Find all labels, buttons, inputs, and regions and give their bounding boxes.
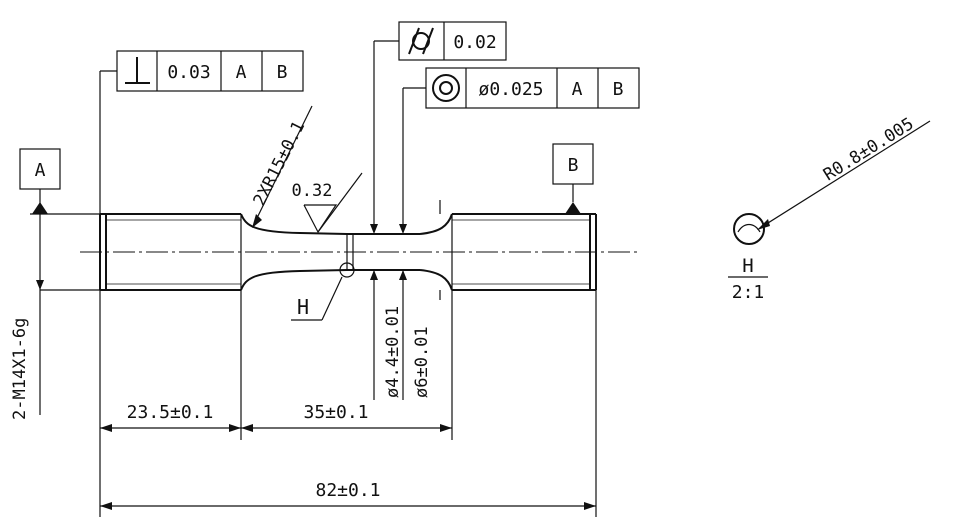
diameter-dims: ø4.4±0.01 ø6±0.01: [370, 200, 441, 400]
surface-roughness: 0.32: [292, 172, 363, 234]
perpendicularity-icon: [125, 57, 150, 84]
length-dims: 23.5±0.1 35±0.1 82±0.1: [99, 290, 597, 517]
datum-b-label: B: [568, 155, 579, 176]
datum-a: A: [19, 148, 106, 215]
fcf-cylindricity: 0.02: [370, 21, 507, 234]
fcf-conc-tolerance: ø0.025: [478, 79, 543, 100]
detail-callout-label: H: [297, 295, 309, 319]
dia-gauge-label: ø6±0.01: [412, 326, 432, 398]
fcf-perpendicularity: 0.03 A B: [99, 50, 304, 214]
dim-gauge-length: 35±0.1: [303, 402, 368, 423]
fcf-conc-datum1: A: [572, 79, 583, 100]
detail-view: R0.8±0.005 H 2:1: [728, 114, 931, 303]
thread-spec-label: 2-M14X1-6g: [10, 318, 30, 420]
detail-radius-label: R0.8±0.005: [820, 114, 917, 185]
specimen-outline: [99, 213, 597, 291]
fcf-perp-datum2: B: [277, 62, 288, 83]
cylindricity-icon: [408, 27, 434, 55]
fillet-radius-annotation: 2XR15±0.1: [250, 105, 313, 228]
detail-view-scale: 2:1: [732, 282, 765, 303]
detail-view-label: H: [742, 255, 753, 277]
fcf-conc-datum2: B: [613, 79, 624, 100]
fcf-cyl-tolerance: 0.02: [453, 32, 496, 53]
roughness-value: 0.32: [292, 181, 333, 201]
dim-total-length: 82±0.1: [315, 480, 380, 501]
datum-b: B: [552, 143, 594, 214]
fcf-concentricity: ø0.025 A B: [399, 67, 640, 234]
detail-callout: H: [291, 276, 343, 321]
dim-thread-length: 23.5±0.1: [127, 402, 214, 423]
fcf-perp-tolerance: 0.03: [167, 62, 210, 83]
thread-spec: 2-M14X1-6g: [10, 214, 106, 420]
dia-neck-label: ø4.4±0.01: [383, 306, 403, 398]
fcf-perp-datum1: A: [236, 62, 247, 83]
concentricity-icon: [432, 74, 460, 102]
datum-a-label: A: [35, 160, 46, 181]
